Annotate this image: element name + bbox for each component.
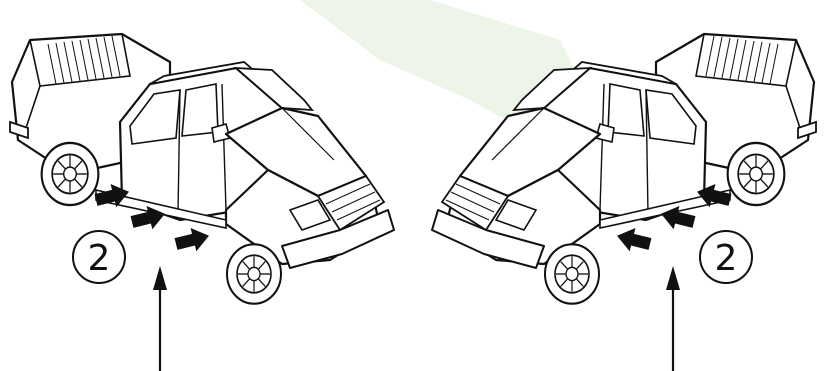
push-arrow-icon <box>173 224 212 256</box>
callout-number-left: 2 <box>88 238 111 279</box>
callout-left: 2 <box>73 231 125 283</box>
pickup-truck-left-view <box>10 34 394 304</box>
up-pointer-arrow-icon <box>153 266 167 371</box>
push-arrow-icon <box>614 224 653 256</box>
callout-right: 2 <box>700 231 752 283</box>
up-pointer-arrow-icon <box>666 266 680 371</box>
callout-number-right: 2 <box>715 238 738 279</box>
